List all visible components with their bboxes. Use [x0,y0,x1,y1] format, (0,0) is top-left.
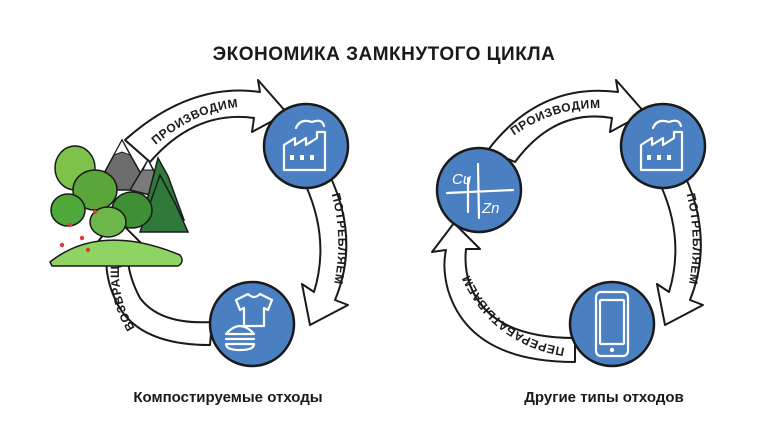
arrow-consume-right [656,175,704,326]
arrow-produce-right [487,79,646,163]
left-cycle: ПРОИЗВОДИМ ПОТРЕБЛЯЕМ ВОЗВРАЩАЕМ [0,0,350,368]
factory-icon [282,119,327,172]
arrow-consume-left [301,175,349,326]
factory-node-left [262,102,350,190]
caption-other-waste: Другие типы отходов [524,389,684,406]
consumption-node-left [208,280,296,368]
element-label-cu: Cu [452,171,472,188]
tshirt-icon [234,292,274,328]
arrow-produce-left [124,79,288,163]
factory-node-right [619,102,707,190]
metals-node-right: Cu Zn [435,146,523,234]
forest-icon [49,138,190,267]
right-cycle: ПРОИЗВОДИМ ПОТРЕБЛЯЕМ ПЕРЕРАБАТЫВАЕМ Cu … [431,79,707,368]
phone-icon [594,290,630,358]
burger-icon [224,324,256,352]
phone-node-right [568,280,656,368]
page-title: ЭКОНОМИКА ЗАМКНУТОГО ЦИКЛА [212,44,556,65]
arrow-recycle-right [431,222,576,363]
metals-icon: Cu Zn [445,162,515,220]
element-label-zn: Zn [481,200,500,217]
caption-compostable: Компостируемые отходы [133,389,323,406]
factory-icon [639,119,684,172]
